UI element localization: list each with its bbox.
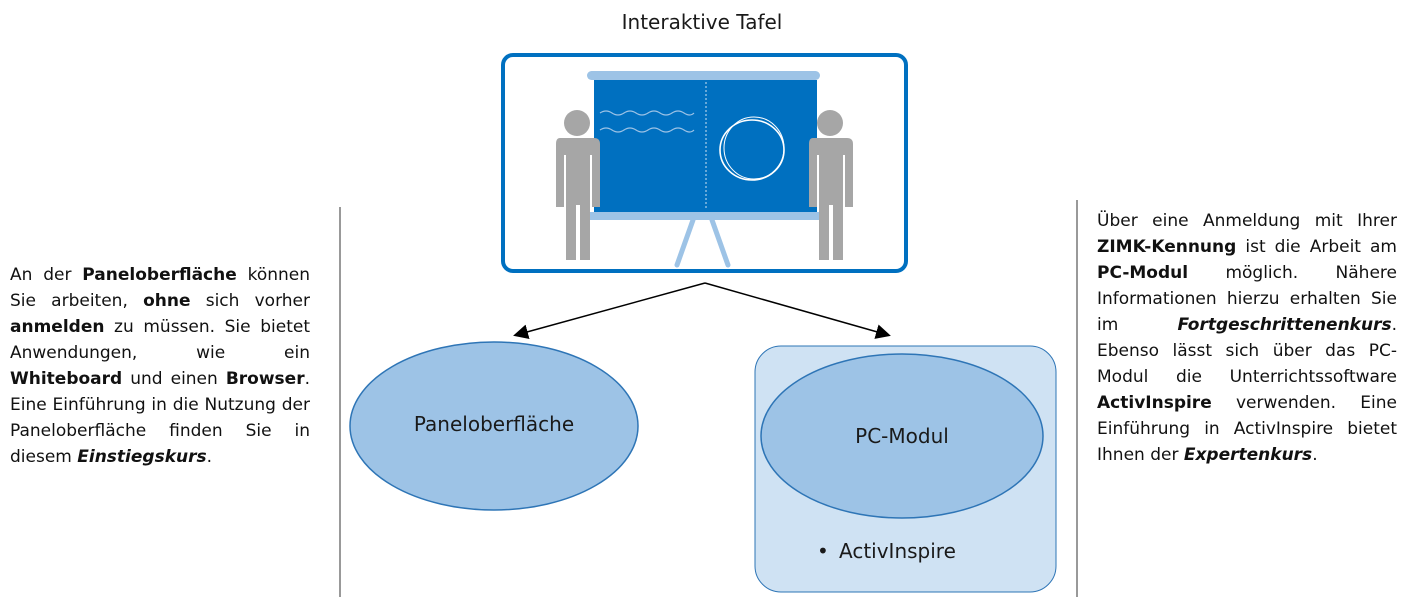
right-text-run: .: [1312, 445, 1318, 465]
left-text-run: und einen: [122, 369, 226, 389]
panel-ellipse: [349, 341, 639, 511]
board-circle-2: [723, 116, 785, 180]
board-bottom-bar: [590, 212, 821, 220]
right-description: Über eine Anmeldung mit Ihrer ZIMK-Kennu…: [1097, 208, 1397, 468]
left-text-run: Whiteboard: [10, 369, 123, 389]
right-text-run: ActivInspire: [1097, 393, 1212, 413]
right-text-run: Expertenkurs: [1183, 445, 1313, 465]
bullet-icon: •: [817, 539, 829, 563]
person-right: [809, 110, 853, 260]
right-text-run: ZIMK-Kennung: [1097, 237, 1237, 257]
left-text-run: anmelden: [10, 317, 105, 337]
right-text-run: möglich. Nähere Informationen hierzu erh…: [1097, 263, 1397, 335]
board-top-bar: [587, 71, 820, 80]
person-left: [556, 110, 600, 260]
right-text-run: verwenden. Eine Einführung in ActivInspi…: [1097, 393, 1397, 465]
pc-item-label: ActivInspire: [839, 539, 956, 563]
right-text-run: ist die Arbeit am: [1236, 237, 1397, 257]
left-text-run: können Sie arbeiten,: [10, 265, 311, 311]
board-leg-left: [674, 217, 696, 268]
arrow-to-panel: [513, 282, 706, 340]
right-text-run: Über eine Anmeldung mit Ihrer: [1097, 211, 1397, 231]
board-leg-right: [709, 217, 731, 268]
left-text-run: Browser: [225, 369, 305, 389]
pc-item: • ActivInspire: [817, 539, 956, 563]
right-text-run: . Ebenso lässt sich über das PC-Modul di…: [1097, 315, 1397, 387]
right-text-run: Fortgeschrittenenkurs: [1177, 315, 1392, 335]
left-text-run: sich vorher: [190, 291, 310, 311]
left-text-run: Paneloberfläche: [82, 265, 237, 285]
left-text-run: .: [206, 447, 213, 467]
left-text-run: Einstiegskurs: [77, 447, 207, 467]
left-text-run: zu müssen. Sie bietet Anwendungen, wie e…: [10, 317, 310, 363]
right-text-run: PC-Modul: [1097, 263, 1189, 283]
pc-label: PC-Modul: [855, 424, 949, 448]
board-writing-2: [599, 127, 695, 133]
left-text-run: ohne: [143, 291, 191, 311]
arrow-to-pc: [704, 282, 891, 339]
left-text-run: . Eine Einführung in die Nutzung der Pan…: [10, 369, 310, 467]
diagram-title: Interaktive Tafel: [621, 10, 783, 34]
pc-ellipse: [760, 353, 1044, 519]
left-description: An der Paneloberfläche können Sie arbeit…: [10, 262, 310, 470]
panel-label: Paneloberfläche: [413, 412, 575, 436]
board-writing-1: [599, 110, 695, 116]
left-text-run: An der: [10, 265, 83, 285]
